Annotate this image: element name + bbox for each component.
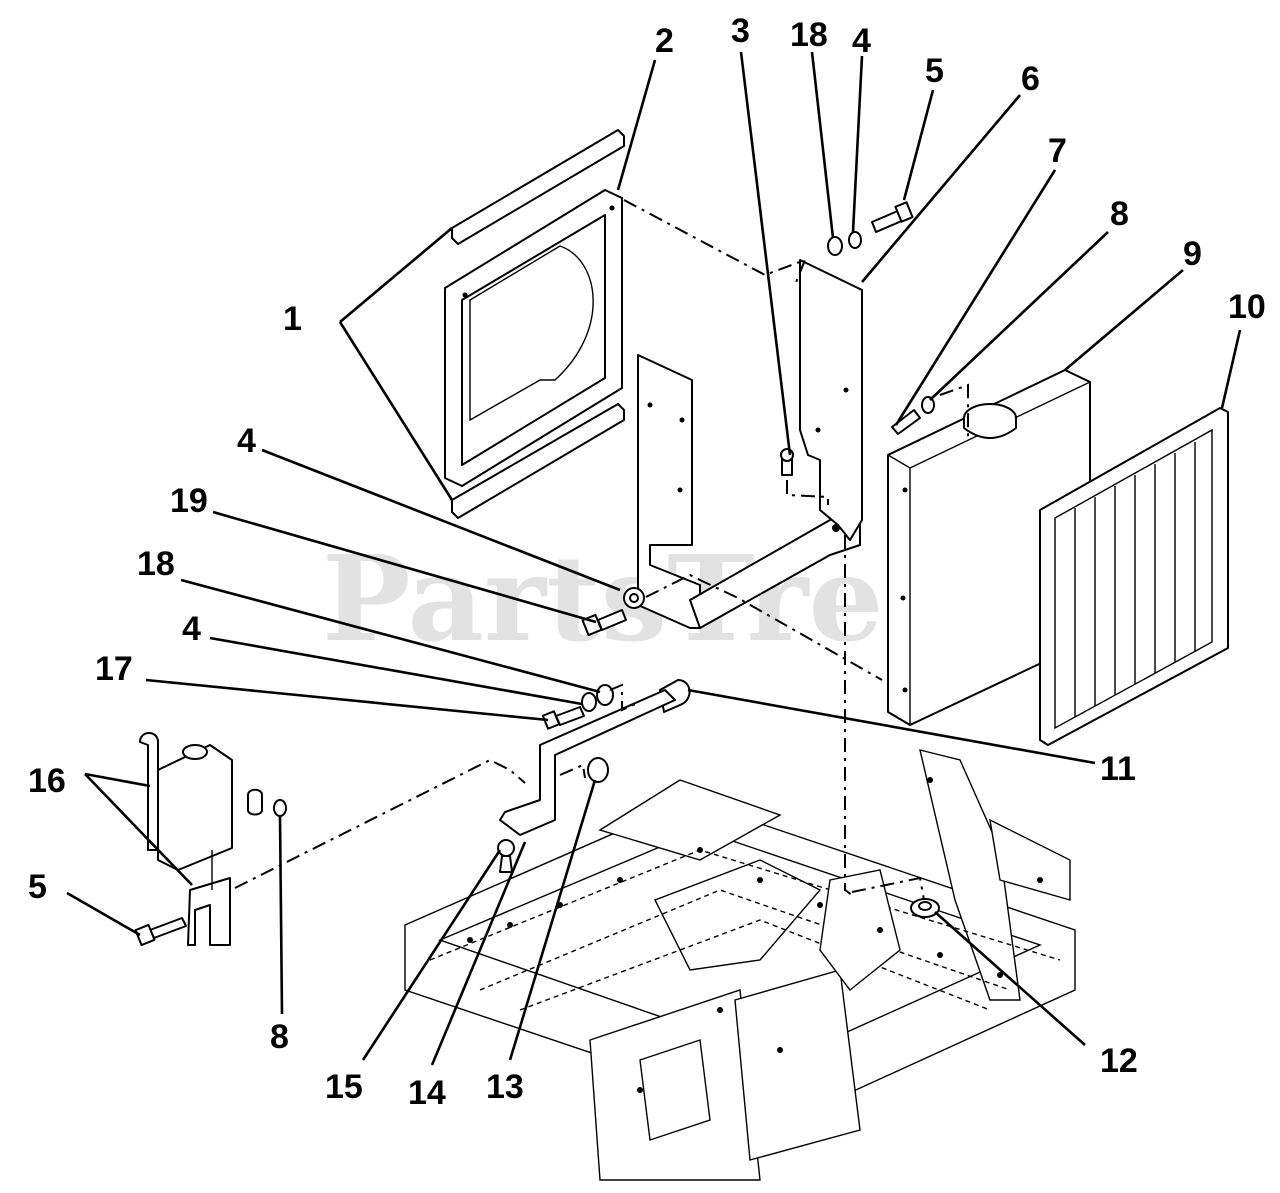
callout-3: 3 bbox=[731, 12, 750, 50]
callout-12: 12 bbox=[1100, 1042, 1138, 1080]
overflow-tank bbox=[134, 732, 287, 947]
callout-15: 15 bbox=[325, 1068, 363, 1106]
callout-8-left: 8 bbox=[270, 1018, 289, 1056]
callout-10: 10 bbox=[1228, 288, 1266, 326]
callout-7: 7 bbox=[1048, 132, 1067, 170]
callout-14: 14 bbox=[408, 1074, 446, 1112]
callout-6: 6 bbox=[1021, 60, 1040, 98]
callout-18-top: 18 bbox=[790, 16, 828, 54]
callout-5-left: 5 bbox=[28, 868, 47, 906]
callout-19: 19 bbox=[170, 482, 208, 520]
tank-bracket bbox=[497, 689, 676, 873]
callout-18-mid: 18 bbox=[137, 545, 175, 583]
mounting-bracket bbox=[637, 259, 863, 629]
callout-5-top: 5 bbox=[925, 52, 944, 90]
callout-1: 1 bbox=[283, 300, 302, 338]
callout-2: 2 bbox=[655, 22, 674, 60]
fan-shroud bbox=[444, 189, 623, 487]
upper-hardware bbox=[780, 201, 935, 476]
callout-labels: 1 2 3 18 4 5 6 7 8 9 10 4 19 18 4 17 11 … bbox=[28, 12, 1266, 1112]
callout-17: 17 bbox=[95, 650, 133, 688]
callout-16: 16 bbox=[28, 762, 66, 800]
callout-4-lower: 4 bbox=[182, 610, 201, 648]
chassis-frame bbox=[404, 749, 1076, 1181]
seal-strips bbox=[451, 129, 625, 519]
callout-9: 9 bbox=[1183, 235, 1202, 273]
grommet bbox=[910, 898, 940, 918]
callout-8-top: 8 bbox=[1110, 195, 1129, 233]
callout-13: 13 bbox=[486, 1068, 524, 1106]
radiator-screen bbox=[1039, 407, 1229, 746]
callout-11: 11 bbox=[1100, 750, 1136, 788]
leader-lines bbox=[66, 51, 1242, 1066]
assembly-lines bbox=[234, 199, 969, 901]
callout-4-mid: 4 bbox=[237, 422, 256, 460]
callout-4-top: 4 bbox=[852, 22, 871, 60]
